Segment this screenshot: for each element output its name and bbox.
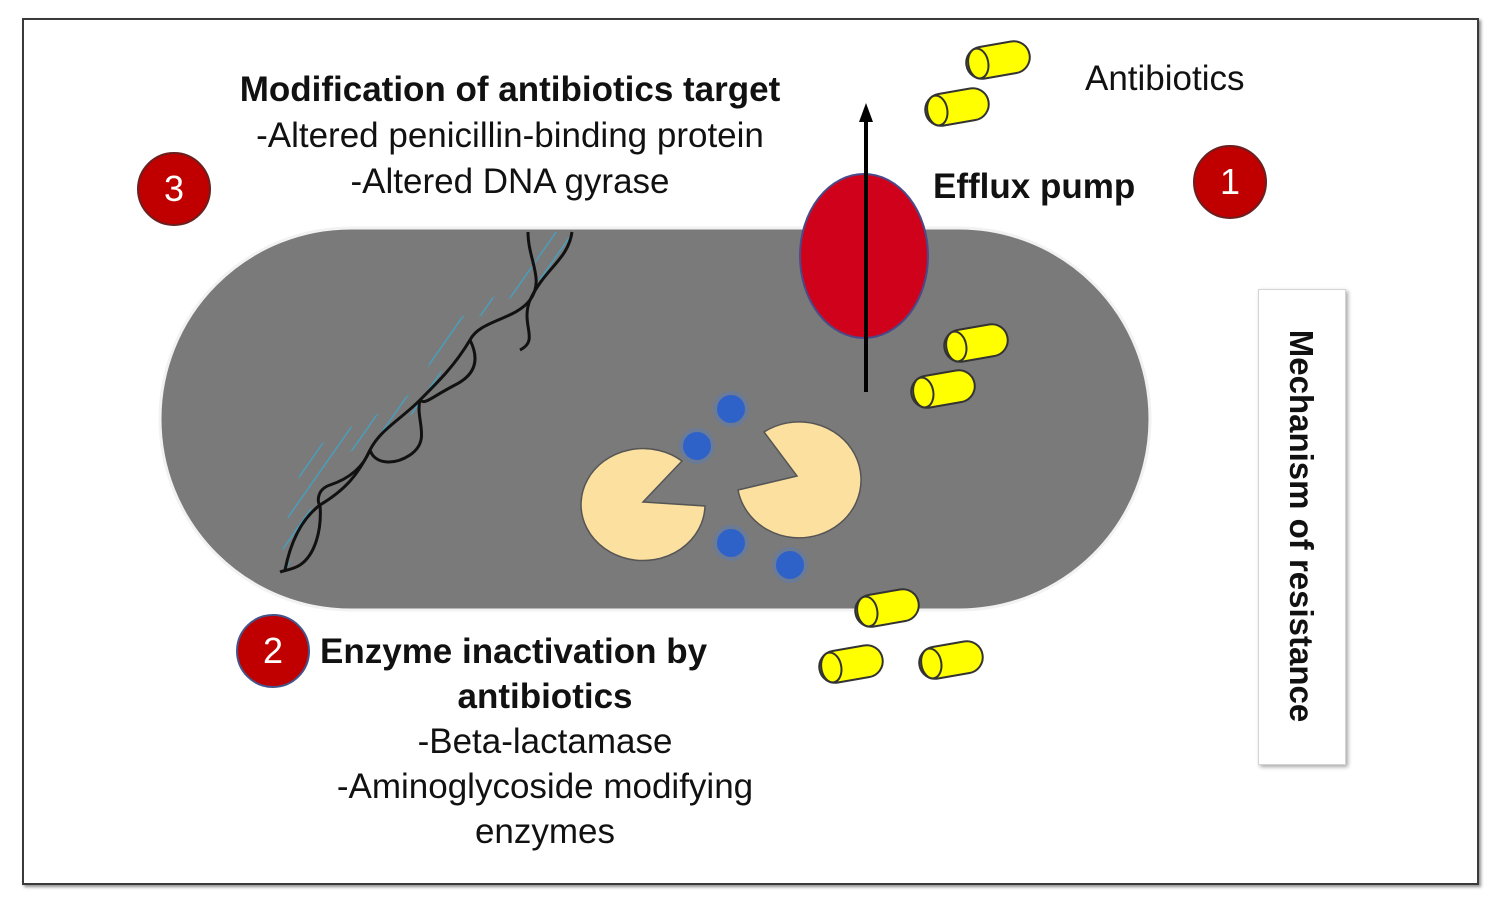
- side-label: Mechanism of resistance: [1283, 329, 1320, 723]
- side-label-box: [1258, 289, 1346, 765]
- mechanism-2-title-line1: Enzyme inactivation by: [320, 632, 708, 671]
- mechanism-1-badge: 1: [1193, 145, 1267, 219]
- mechanism-3-title: Modification of antibiotics target: [239, 70, 781, 109]
- mechanism-2-item: -Aminoglycoside modifying: [336, 767, 754, 806]
- antibiotic-capsule-icon: [918, 640, 984, 680]
- efflux-arrow-icon: [859, 103, 873, 392]
- mechanism-1-title: Efflux pump: [933, 167, 1136, 206]
- antibiotic-capsule-icon: [910, 369, 976, 409]
- antibiotic-capsule-icon: [854, 588, 920, 628]
- mechanism-3-item: -Altered DNA gyrase: [350, 162, 670, 201]
- mechanism-2-title-line2: antibiotics: [457, 677, 633, 716]
- mechanism-2-item: -Beta-lactamase: [417, 722, 673, 761]
- dna-helix-icon: [279, 231, 574, 574]
- mechanism-2-item: enzymes: [474, 812, 616, 851]
- mechanism-3-item: -Altered penicillin-binding protein: [256, 116, 764, 155]
- antibiotics-label: Antibiotics: [1085, 59, 1245, 98]
- antibiotic-capsule-icon: [924, 87, 990, 127]
- mechanism-2-badge: 2: [236, 614, 310, 688]
- antibiotic-capsule-icon: [965, 40, 1031, 80]
- bacterial-cell: [158, 226, 1152, 612]
- mechanism-3-badge: 3: [137, 152, 211, 226]
- beta-lactamase-enzyme-icon: [737, 421, 862, 539]
- beta-lactamase-enzyme-icon: [580, 447, 706, 562]
- antibiotic-capsule-icon: [818, 644, 884, 684]
- antibiotic-fragment-icon: [679, 391, 808, 583]
- antibiotic-capsule-icon: [943, 323, 1009, 363]
